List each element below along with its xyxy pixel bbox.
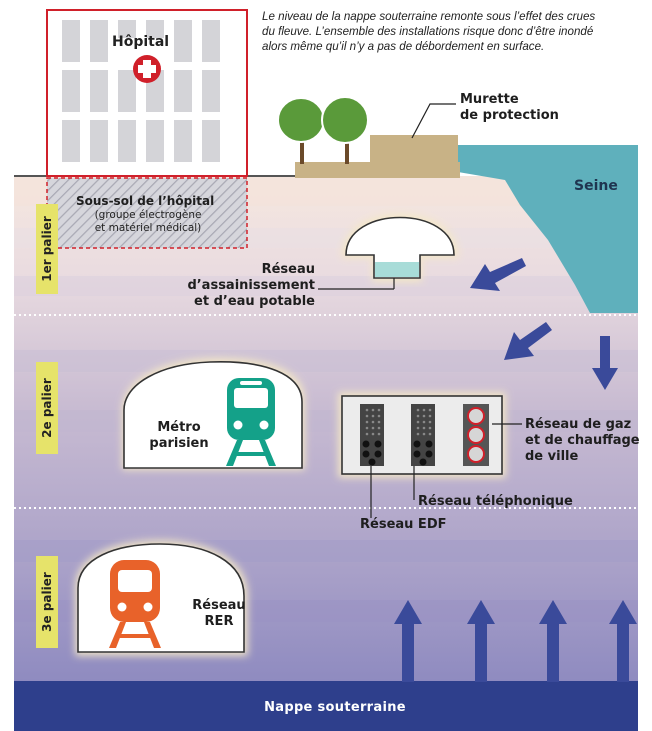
palier-3-label: 3e palier <box>40 572 54 632</box>
assainissement-label: Réseau d’assainissement et d’eau potable <box>185 262 315 310</box>
infiltration-arrow-icon <box>504 322 552 360</box>
tree-icon <box>277 97 325 164</box>
rising-water-arrow-icon <box>394 600 422 682</box>
assainissement-label-line: et d’eau potable <box>194 294 315 309</box>
rer-train-icon <box>109 560 161 648</box>
edf-cable-icon <box>360 404 384 466</box>
medical-cross-icon <box>133 55 161 83</box>
intro-line: Le niveau de la nappe souterraine remont… <box>262 10 596 23</box>
embankment <box>295 162 460 178</box>
palier-3-tag: 3e palier <box>36 556 58 648</box>
infiltration-arrow-icon <box>592 336 618 390</box>
intro-line: du fleuve. L’ensemble des installations … <box>262 25 594 38</box>
basement-detail: (groupe électrogène et matériel médical) <box>78 209 218 235</box>
metro-label: Métro parisien <box>144 420 214 452</box>
telephone-label: Réseau téléphonique <box>418 494 573 509</box>
intro-text: Le niveau de la nappe souterraine remont… <box>262 9 647 54</box>
murette-label-line: Murette <box>460 92 519 107</box>
assainissement-label-line: d’assainissement <box>187 278 315 293</box>
hospital-title: Hôpital <box>112 34 170 50</box>
nappe-label: Nappe souterraine <box>247 696 423 720</box>
metro-label-line: parisien <box>149 436 209 451</box>
gas-label: Réseau de gaz et de chauffage de ville <box>525 417 640 465</box>
gas-label-line: Réseau de gaz <box>525 417 632 432</box>
infiltration-arrow-icon <box>470 258 526 291</box>
palier-1-tag: 1er palier <box>36 204 58 294</box>
basement-detail-line: et matériel médical) <box>94 222 202 234</box>
tree-icon <box>321 96 369 164</box>
metro-label-line: Métro <box>157 420 201 435</box>
murette-label-line: de protection <box>460 108 559 123</box>
seine-label: Seine <box>574 178 618 194</box>
gas-pipe-icon <box>463 404 489 466</box>
gas-label-line: de ville <box>525 449 579 464</box>
telephone-cable-icon <box>411 404 435 466</box>
metro-tunnel <box>122 357 305 470</box>
palier-1-label: 1er palier <box>40 216 54 282</box>
palier-2-tag: 2e palier <box>36 362 58 454</box>
basement-detail-line: (groupe électrogène <box>94 209 202 221</box>
rising-water-arrow-icon <box>609 600 637 682</box>
basement-title: Sous-sol de l’hôpital <box>76 194 215 208</box>
sanitation-tunnel <box>342 214 458 282</box>
palier-2-label: 2e palier <box>40 378 54 438</box>
metro-train-icon <box>226 378 276 466</box>
assainissement-label-line: Réseau <box>261 262 315 277</box>
edf-label: Réseau EDF <box>360 517 447 532</box>
murette-label: Murette de protection <box>460 92 559 124</box>
murette-leader <box>411 103 456 139</box>
rer-label-line: RER <box>204 614 234 629</box>
hospital-building <box>46 9 248 177</box>
rising-water-arrow-icon <box>539 600 567 682</box>
rising-water-arrow-icon <box>467 600 495 682</box>
soil-stripe <box>14 276 638 296</box>
seine-river <box>458 145 638 313</box>
rer-label-line: Réseau <box>192 598 246 613</box>
gas-label-line: et de chauffage <box>525 433 640 448</box>
intro-line: alors même qu’il n’y a pas de débordemen… <box>262 40 545 53</box>
murette <box>370 135 458 165</box>
rer-label: Réseau RER <box>184 598 254 630</box>
soil-stripe <box>14 350 638 372</box>
